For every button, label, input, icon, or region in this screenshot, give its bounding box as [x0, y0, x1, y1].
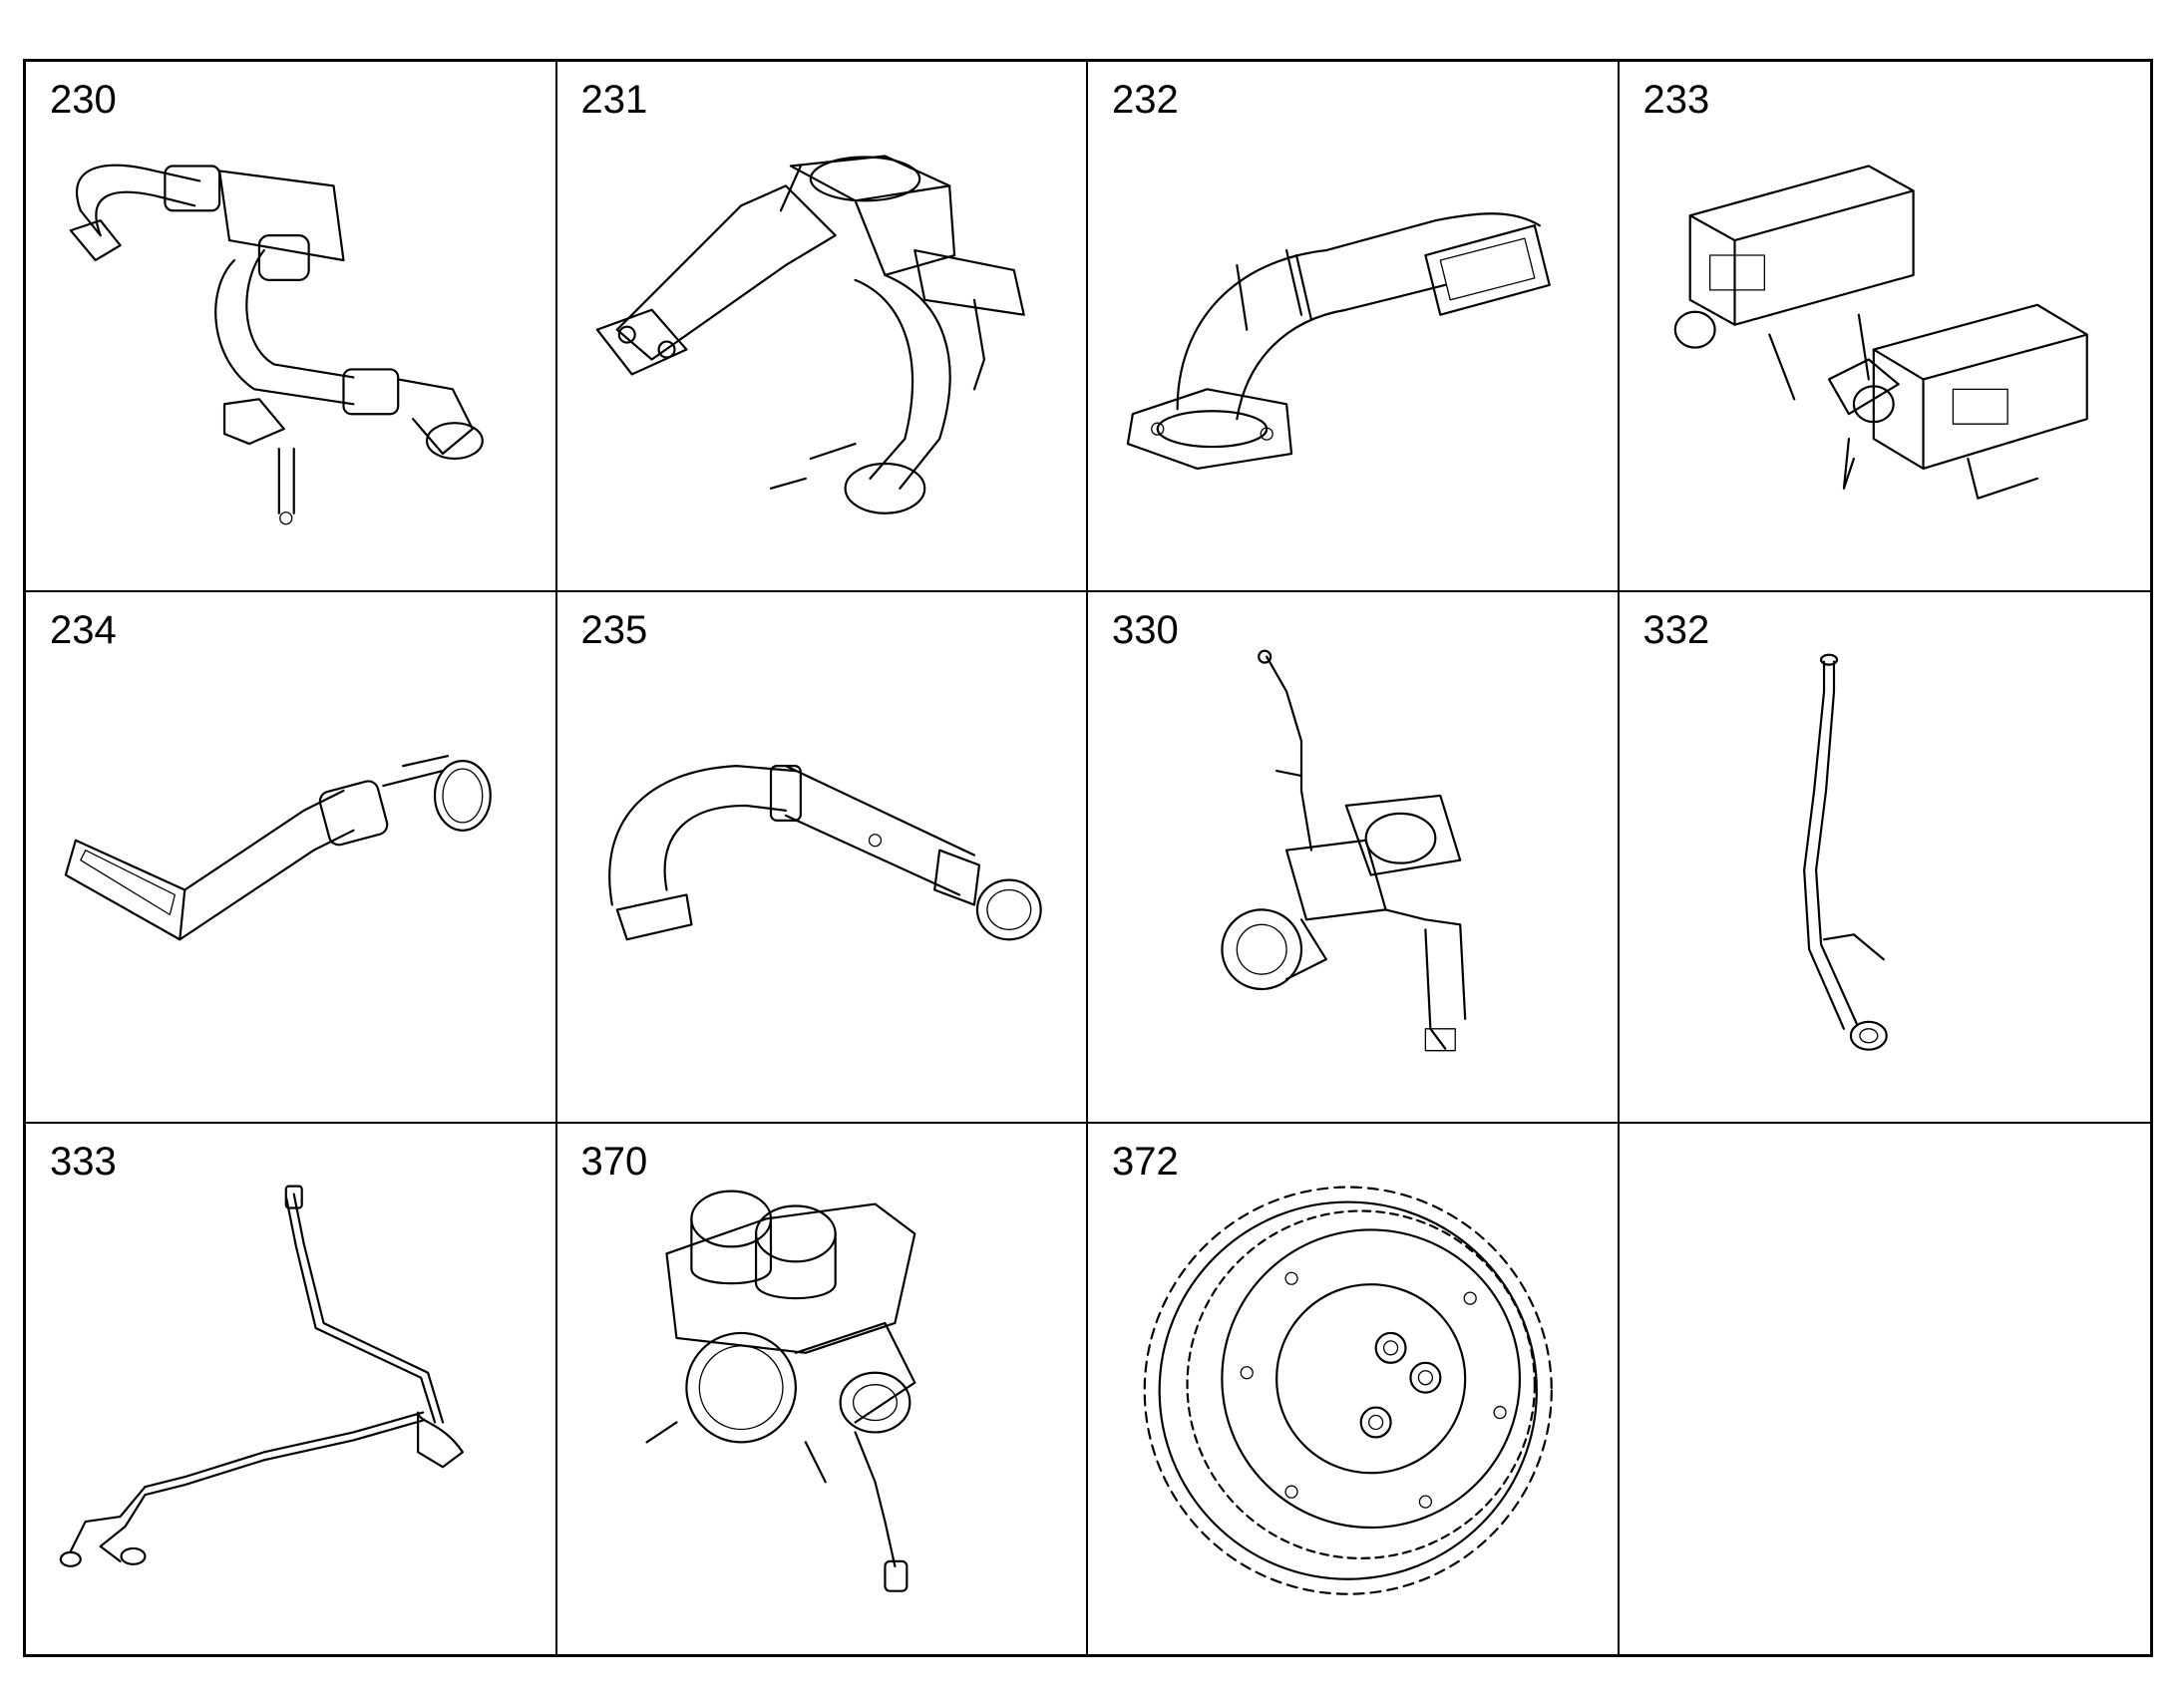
part-number: 230 — [50, 78, 117, 122]
part-cell-370[interactable]: 370 — [557, 1123, 1088, 1654]
part-cell-332[interactable]: 332 — [1619, 592, 2150, 1124]
part-number: 333 — [50, 1139, 117, 1184]
coolant-pipe-icon — [1802, 653, 1888, 1052]
part-cell-330[interactable]: 330 — [1088, 592, 1620, 1124]
part-number: 233 — [1642, 78, 1710, 122]
part-number: 370 — [580, 1139, 648, 1184]
part-cell-234[interactable]: 234 — [26, 592, 557, 1124]
intake-manifold-bracket-icon — [595, 155, 1025, 514]
part-number: 372 — [1112, 1139, 1179, 1184]
intake-duct-icon — [64, 755, 492, 941]
part-cell-233[interactable]: 233 — [1619, 62, 2150, 593]
part-cell-231[interactable]: 231 — [556, 62, 1088, 593]
auxiliary-heater-units-icon — [1673, 165, 2088, 500]
part-cell-230[interactable]: 230 — [26, 62, 557, 593]
part-number: 231 — [580, 78, 648, 122]
part-cell-333[interactable]: 333 — [26, 1123, 557, 1654]
part-cell-232[interactable]: 232 — [1088, 62, 1620, 593]
parts-grid: 230 231 — [23, 59, 2153, 1657]
fuel-line-assembly-icon — [59, 1185, 465, 1567]
air-pipe-with-clamps-icon — [607, 765, 1042, 941]
part-number: 234 — [50, 608, 117, 653]
charge-air-hose-assembly-icon — [69, 164, 484, 525]
part-cell-empty — [1620, 1124, 2151, 1654]
part-number: 332 — [1642, 608, 1710, 653]
part-number: 235 — [580, 608, 648, 653]
air-compressor-icon — [1221, 649, 1467, 1052]
part-cell-235[interactable]: 235 — [556, 592, 1088, 1124]
pump-assembly-icon — [644, 1190, 915, 1592]
gear-wheel-icon — [1143, 1186, 1553, 1595]
part-number: 330 — [1112, 608, 1179, 653]
part-number: 232 — [1112, 78, 1179, 122]
air-intake-elbow-icon — [1126, 212, 1551, 471]
part-cell-372[interactable]: 372 — [1088, 1123, 1620, 1654]
